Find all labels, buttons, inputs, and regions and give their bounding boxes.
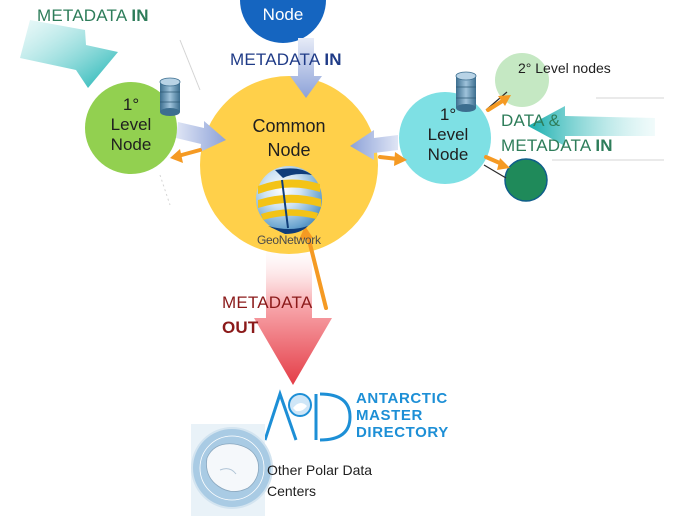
blue-arrow-from-top	[290, 38, 322, 98]
top-node-circle	[240, 0, 326, 43]
database-icon-right	[455, 71, 477, 112]
metadata-in-center-label: METADATA IN	[230, 50, 342, 69]
geonetwork-logo	[256, 166, 322, 234]
right-level1-circle	[399, 92, 491, 184]
database-icon-left	[159, 77, 181, 116]
other-polar-data-centers-label: Other Polar Data Centers	[267, 462, 373, 499]
blue-arrow-from-left	[176, 121, 226, 152]
top-node-label: Node	[262, 5, 304, 24]
metadata-out-label: METADATA OUT	[222, 293, 313, 337]
right-level1-node-label: 1° Level Node	[427, 105, 469, 164]
second-level-node-dark	[504, 158, 548, 202]
antarctica-map-image	[191, 424, 273, 516]
common-node-label: Common Node	[252, 116, 326, 160]
teal-arrow-topleft	[20, 20, 118, 88]
geonetwork-label: GeoNetwork	[257, 233, 321, 247]
amd-logo-mark	[258, 386, 448, 446]
amd-text: ANTARCTIC MASTER DIRECTORY	[356, 390, 449, 441]
metadata-in-topleft-label: METADATA IN	[37, 6, 149, 25]
left-level1-node-label: 1° Level Node	[110, 95, 152, 154]
blue-arrow-from-right	[350, 130, 398, 160]
orange-arrowheads	[170, 95, 511, 240]
faint-connectors	[159, 39, 664, 206]
second-level-node-light	[495, 53, 549, 107]
second-level-nodes-label: 2° Level nodes	[518, 60, 611, 76]
common-node-circle	[200, 76, 378, 254]
metadata-out-arrow	[254, 245, 332, 385]
teal-arrow-right	[528, 106, 655, 146]
left-level1-circle	[85, 82, 177, 174]
data-metadata-in-label: DATA & METADATA IN	[501, 111, 613, 155]
